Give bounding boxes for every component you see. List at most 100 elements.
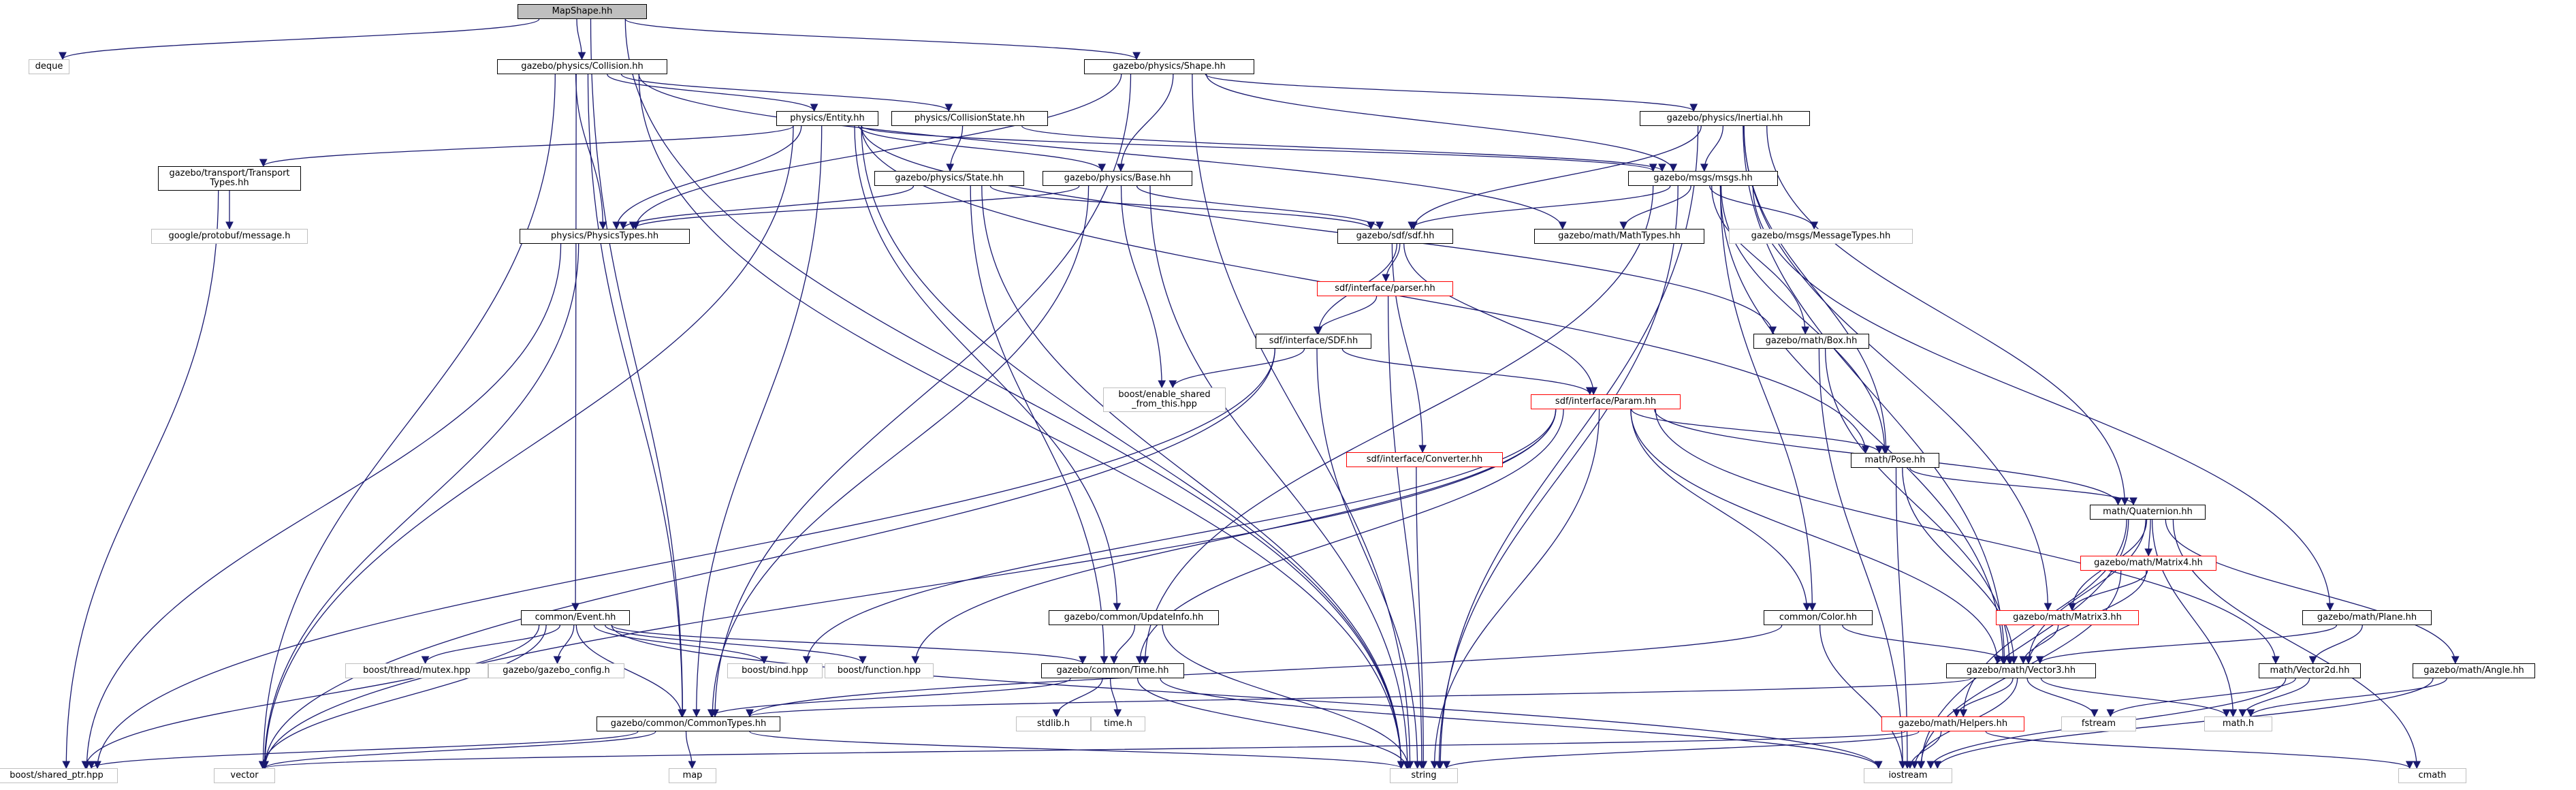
node-mapshape[interactable]: MapShape.hh [518, 4, 647, 19]
edge-angle-to-iostream [1933, 678, 2434, 770]
edge-quaternion-to-mathh [2151, 519, 2238, 718]
node-sdf[interactable]: gazebo/sdf/sdf.hh [1337, 229, 1453, 244]
edge-collision-to-vector [259, 74, 556, 770]
edge-entity-to-transport [259, 125, 794, 168]
node-parser[interactable]: sdf/interface/parser.hh [1317, 281, 1453, 296]
node-box[interactable]: gazebo/math/Box.hh [1753, 334, 1869, 349]
node-helpers[interactable]: gazebo/math/Helpers.hh [1881, 716, 2024, 731]
node-label: gazebo/math/Vector3.hh [1966, 665, 2076, 676]
node-mathh[interactable]: math.h [2204, 716, 2272, 731]
edge-collisionstate-to-msgs [1021, 125, 1666, 172]
node-event[interactable]: common/Event.hh [521, 610, 630, 625]
node-function[interactable]: boost/function.hpp [825, 663, 934, 678]
node-physicstypes[interactable]: physics/PhysicsTypes.hh [520, 229, 690, 244]
node-sdfh[interactable]: sdf/interface/SDF.hh [1256, 334, 1371, 349]
node-messagetypes[interactable]: gazebo/msgs/MessageTypes.hh [1729, 229, 1913, 244]
edge-quaternion-to-vector3 [2024, 519, 2146, 665]
node-enableshared[interactable]: boost/enable_shared_from_this.hpp [1103, 388, 1226, 412]
node-shape[interactable]: gazebo/physics/Shape.hh [1084, 59, 1254, 74]
edge-entity-to-vector [261, 125, 794, 770]
node-iostream[interactable]: iostream [1864, 768, 1952, 783]
node-mathtypes[interactable]: gazebo/math/MathTypes.hh [1534, 229, 1704, 244]
edge-sdf-to-converter [1391, 243, 1427, 454]
node-vector2d[interactable]: math/Vector2d.hh [2259, 663, 2361, 678]
node-cmath[interactable]: cmath [2398, 768, 2466, 783]
edge-event-to-mutex [421, 625, 561, 665]
node-matrix4[interactable]: gazebo/math/Matrix4.hh [2080, 556, 2216, 571]
edge-updateinfo-to-time [1110, 625, 1136, 665]
node-label: gazebo/physics/Inertial.hh [1666, 113, 1783, 123]
node-config[interactable]: gazebo/gazebo_config.h [488, 663, 624, 678]
edge-sdfh-to-param [1341, 348, 1594, 396]
node-color[interactable]: common/Color.hh [1764, 610, 1873, 625]
edge-state-to-sdf [989, 185, 1375, 230]
node-plane[interactable]: gazebo/math/Plane.hh [2302, 610, 2432, 625]
node-msgs[interactable]: gazebo/msgs/msgs.hh [1628, 171, 1778, 186]
edge-commontypes-to-map [685, 731, 697, 770]
edge-collision-to-entity [607, 74, 818, 112]
node-base[interactable]: gazebo/physics/Base.hh [1043, 171, 1192, 186]
node-sharedptr[interactable]: boost/shared_ptr.hpp [0, 768, 118, 783]
edge-mapshape-to-collision [576, 18, 586, 61]
node-matrix3[interactable]: gazebo/math/Matrix3.hh [1996, 610, 2139, 625]
edge-inertial-to-quaternion [1766, 125, 2129, 506]
node-map[interactable]: map [669, 768, 716, 783]
node-angle[interactable]: gazebo/math/Angle.hh [2413, 663, 2535, 678]
node-pose[interactable]: math/Pose.hh [1851, 453, 1939, 468]
node-state[interactable]: gazebo/physics/State.hh [874, 171, 1024, 186]
edge-param-to-string [1430, 409, 1600, 770]
node-updateinfo[interactable]: gazebo/common/UpdateInfo.hh [1049, 610, 1219, 625]
edge-collision-to-physicstypes [575, 74, 607, 230]
node-label: physics/PhysicsTypes.hh [550, 231, 659, 241]
node-time[interactable]: gazebo/common/Time.hh [1041, 663, 1184, 678]
edge-entity-to-string [861, 125, 1405, 770]
node-label: sdf/interface/Param.hh [1555, 396, 1657, 407]
node-label: common/Event.hh [535, 612, 616, 622]
node-label: math/Vector2d.hh [2270, 665, 2350, 676]
edge-event-to-commontypes [575, 625, 686, 718]
edge-msgs-to-messagetypes [1709, 185, 1818, 230]
node-vector3[interactable]: gazebo/math/Vector3.hh [1946, 663, 2096, 678]
edge-entity-to-commontypes [692, 125, 823, 718]
edge-state-to-string [981, 185, 1405, 770]
node-label: gazebo/common/CommonTypes.hh [610, 718, 767, 729]
node-bind[interactable]: boost/bind.hpp [727, 663, 823, 678]
edge-parser-to-sdfh [1313, 296, 1378, 335]
node-label: iostream [1888, 770, 1928, 780]
node-deque[interactable]: deque [29, 59, 69, 74]
node-quaternion[interactable]: math/Quaternion.hh [2090, 505, 2206, 520]
node-param[interactable]: sdf/interface/Param.hh [1531, 394, 1681, 409]
node-inertial[interactable]: gazebo/physics/Inertial.hh [1640, 111, 1810, 126]
edge-collisionstate-to-state [946, 125, 964, 172]
node-label: gazebo/msgs/MessageTypes.hh [1751, 231, 1891, 241]
edge-color-to-iostream [1819, 625, 1907, 770]
edge-shape-to-base [1117, 74, 1174, 172]
edge-pose-to-quaternion [1909, 467, 2137, 506]
node-fstream[interactable]: fstream [2061, 716, 2136, 731]
node-label: cmath [2418, 770, 2447, 780]
edge-mapshape-to-string [624, 18, 1405, 770]
node-converter[interactable]: sdf/interface/Converter.hh [1346, 452, 1503, 467]
node-label: map [682, 770, 703, 780]
edge-entity-to-physicstypes [612, 125, 802, 230]
edge-event-to-vector [258, 625, 547, 770]
node-stdlib[interactable]: stdlib.h [1016, 716, 1091, 731]
node-commontypes[interactable]: gazebo/common/CommonTypes.hh [597, 716, 780, 731]
node-label: gazebo/common/UpdateInfo.hh [1064, 612, 1204, 622]
node-protobuf[interactable]: google/protobuf/message.h [151, 229, 308, 244]
node-label: boost/bind.hpp [742, 665, 808, 676]
node-vector[interactable]: vector [214, 768, 275, 783]
edge-event-to-iostream [611, 625, 1883, 770]
node-mutex[interactable]: boost/thread/mutex.hpp [345, 663, 488, 678]
node-entity[interactable]: physics/Entity.hh [776, 111, 878, 126]
edge-physicstypes-to-sharedptr [82, 243, 562, 770]
edge-inertial-to-matrix3 [1743, 125, 2052, 612]
node-collisionstate[interactable]: physics/CollisionState.hh [891, 111, 1048, 126]
node-timeh[interactable]: time.h [1091, 716, 1145, 731]
node-collision[interactable]: gazebo/physics/Collision.hh [497, 59, 667, 74]
edge-base-to-string [1149, 185, 1412, 770]
edge-param-to-function [911, 409, 1557, 665]
edge-mapshape-to-deque [59, 18, 540, 61]
node-string[interactable]: string [1390, 768, 1458, 783]
